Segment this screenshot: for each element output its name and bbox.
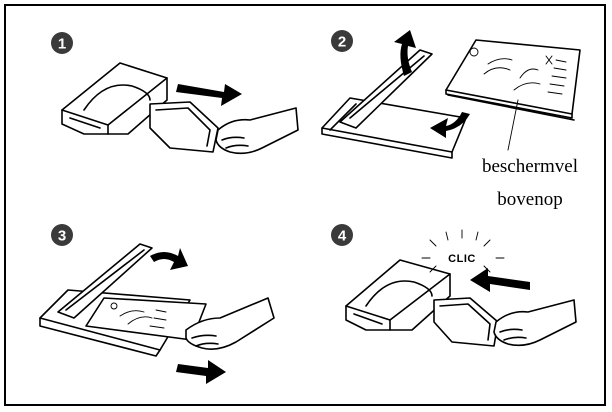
step-4-panel: 4 CLIC (331, 224, 577, 347)
printer-icon (345, 259, 499, 347)
step-2-badge: 2 (331, 30, 353, 52)
clic-sound-label: CLIC (448, 253, 476, 265)
step-3-number: 3 (58, 228, 66, 245)
hand-icon (215, 107, 299, 155)
paper-pack-icon (445, 39, 581, 121)
step-3-badge: 3 (51, 224, 73, 246)
arrow-down-right-icon (176, 360, 226, 384)
hand-icon (493, 299, 577, 347)
step-4-number: 4 (338, 228, 347, 245)
arrow-right-icon (176, 84, 242, 106)
arrow-down-curve-icon (430, 112, 470, 138)
printer-icon (61, 62, 219, 153)
label-bovenop: bovenop (497, 189, 562, 210)
step-2-number: 2 (338, 34, 346, 51)
arrow-left-icon (470, 268, 530, 292)
open-tray-icon (321, 49, 467, 159)
clic-sound-icon (421, 229, 505, 273)
arrow-curve-right-icon (150, 248, 188, 270)
label-beschermvel: beschermvel (482, 156, 578, 177)
step-4-badge: 4 (331, 224, 353, 246)
label-leader-line (507, 99, 519, 151)
step-1-badge: 1 (51, 32, 73, 54)
step-1-number: 1 (58, 36, 66, 53)
step-3-panel: 3 (39, 224, 275, 384)
open-tray-with-paper-icon (39, 243, 207, 357)
step-2-panel: 2 beschermvel bovenop (321, 30, 581, 210)
arrow-up-curve-icon (394, 30, 416, 76)
step-1-panel: 1 (51, 32, 299, 155)
hand-icon (185, 297, 275, 350)
